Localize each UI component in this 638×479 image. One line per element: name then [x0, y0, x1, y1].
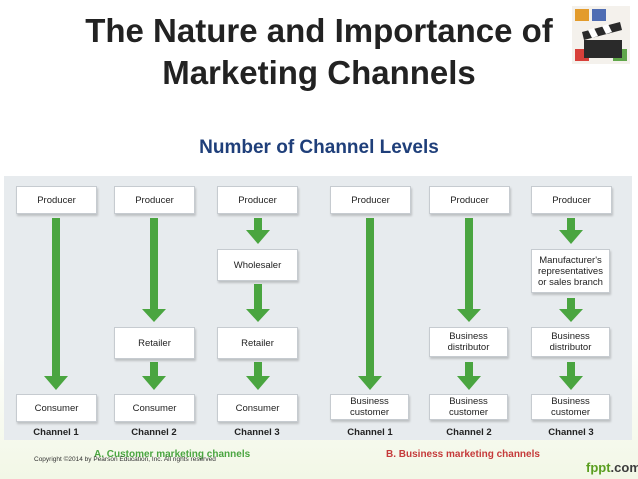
business-channel-3-label: Channel 3 [548, 427, 594, 438]
consumer-ch2-producer: Producer [114, 186, 195, 214]
arrow-business-ch3-a [559, 218, 583, 244]
arrow-consumer-ch2-b [142, 362, 166, 390]
arrow-business-ch3-c [559, 362, 583, 390]
consumer-ch2-consumer: Consumer [114, 394, 195, 422]
arrow-consumer-ch1 [44, 218, 68, 390]
arrow-business-ch2-a [457, 218, 481, 322]
consumer-channel-3-label: Channel 3 [234, 427, 280, 438]
business-channel-2-label: Channel 2 [446, 427, 492, 438]
consumer-ch3-producer: Producer [217, 186, 298, 214]
business-ch2-customer: Business customer [429, 394, 508, 420]
copyright-notice: Copyright ©2014 by Pearson Education, In… [34, 456, 216, 463]
consumer-channel-1-label: Channel 1 [33, 427, 79, 438]
arrow-consumer-ch3-c [246, 362, 270, 390]
consumer-section-label: A. Customer marketing channels [94, 449, 251, 460]
consumer-ch1-consumer: Consumer [16, 394, 97, 422]
consumer-ch1-producer: Producer [16, 186, 97, 214]
slide-title: The Nature and Importance of Marketing C… [0, 10, 638, 94]
consumer-ch3-retailer: Retailer [217, 327, 298, 359]
arrow-business-ch3-b [559, 298, 583, 322]
arrow-consumer-ch3-b [246, 284, 270, 322]
clapperboard-icon [572, 6, 630, 64]
business-ch1-producer: Producer [330, 186, 411, 214]
business-ch3-distributor: Business distributor [531, 327, 610, 357]
arrow-consumer-ch3-a [246, 218, 270, 244]
consumer-ch3-wholesaler: Wholesaler [217, 249, 298, 281]
business-ch3-producer: Producer [531, 186, 612, 214]
consumer-channel-2-label: Channel 2 [131, 427, 177, 438]
consumer-ch3-consumer: Consumer [217, 394, 298, 422]
consumer-ch2-retailer: Retailer [114, 327, 195, 359]
business-section-label: B. Business marketing channels [386, 449, 540, 460]
business-ch1-customer: Business customer [330, 394, 409, 420]
slide-subtitle: Number of Channel Levels [199, 137, 439, 158]
fppt-logo-suffix: .com [610, 460, 638, 475]
business-ch2-distributor: Business distributor [429, 327, 508, 357]
channel-levels-diagram [4, 176, 632, 440]
arrow-business-ch2-b [457, 362, 481, 390]
title-line-1: The Nature and Importance of [85, 12, 553, 49]
business-ch3-manufacturers-reps: Manufacturer's representatives or sales … [531, 249, 610, 293]
business-ch3-customer: Business customer [531, 394, 610, 420]
business-ch2-producer: Producer [429, 186, 510, 214]
arrow-business-ch1 [358, 218, 382, 390]
business-channel-1-label: Channel 1 [347, 427, 393, 438]
arrow-consumer-ch2-a [142, 218, 166, 322]
fppt-logo[interactable]: fppt.com [586, 460, 638, 475]
fppt-logo-text: fppt [586, 460, 611, 475]
title-line-2: Marketing Channels [162, 54, 476, 91]
